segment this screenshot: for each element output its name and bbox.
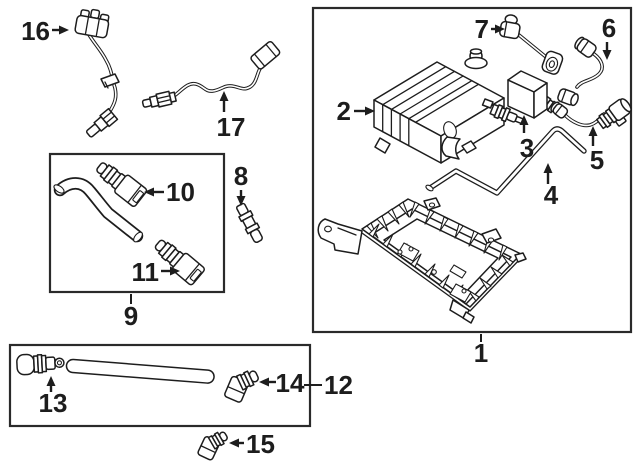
callout-10-label[interactable]: 10 xyxy=(166,177,195,207)
assembly-box-canister xyxy=(311,6,633,334)
callout-12[interactable]: 12 xyxy=(304,370,353,400)
callout-17-label[interactable]: 17 xyxy=(217,112,246,142)
callout-13-label[interactable]: 13 xyxy=(39,388,68,418)
part-12-hose-assembly[interactable] xyxy=(16,353,260,403)
callout-15[interactable]: 15 xyxy=(229,429,275,459)
canister-grommet[interactable] xyxy=(464,48,488,70)
part-5-connector-cable[interactable] xyxy=(549,96,636,134)
callout-6[interactable]: 6 xyxy=(602,13,616,60)
callout-4-label[interactable]: 4 xyxy=(544,180,559,210)
callout-1[interactable]: 1 xyxy=(474,334,488,368)
part-8-connector[interactable] xyxy=(234,202,265,244)
canister-spigot xyxy=(489,103,526,125)
callout-6-label[interactable]: 6 xyxy=(602,13,616,43)
part-1-mounting-tray[interactable] xyxy=(317,197,527,324)
callout-10[interactable]: 10 xyxy=(144,177,195,207)
callout-1-label[interactable]: 1 xyxy=(474,338,488,368)
part-2-evap-canister[interactable] xyxy=(373,61,527,164)
part-14-elbow-connector[interactable] xyxy=(224,368,260,403)
part-16-oxygen-sensor[interactable] xyxy=(74,7,120,140)
callout-8-label[interactable]: 8 xyxy=(234,161,248,191)
callout-11[interactable]: 11 xyxy=(132,257,180,287)
callout-16-label[interactable]: 16 xyxy=(21,16,50,46)
callout-5-label[interactable]: 5 xyxy=(590,145,604,175)
callout-5[interactable]: 5 xyxy=(588,126,604,175)
callout-9-label[interactable]: 9 xyxy=(124,301,138,331)
callout-12-label[interactable]: 12 xyxy=(324,370,353,400)
part-9-hose[interactable] xyxy=(53,177,144,243)
callout-11-label[interactable]: 11 xyxy=(132,257,160,287)
artwork-layer: 16 17 2 7 6 3 5 4 xyxy=(8,6,636,461)
callout-14-label[interactable]: 14 xyxy=(276,368,305,398)
callout-4[interactable]: 4 xyxy=(543,163,559,210)
callout-2[interactable]: 2 xyxy=(337,96,375,126)
callout-2-label[interactable]: 2 xyxy=(337,96,351,126)
assembly-box-hose-9 xyxy=(48,152,226,294)
part-4-vapor-tube[interactable] xyxy=(425,126,587,196)
callout-7[interactable]: 7 xyxy=(475,14,505,44)
callout-3[interactable]: 3 xyxy=(519,115,534,163)
callout-3-label[interactable]: 3 xyxy=(520,133,534,163)
callout-15-label[interactable]: 15 xyxy=(246,429,275,459)
part-17-oxygen-sensor[interactable] xyxy=(141,40,281,111)
callout-13[interactable]: 13 xyxy=(39,376,68,418)
part-13-connector[interactable] xyxy=(16,353,65,376)
callout-17[interactable]: 17 xyxy=(217,91,246,142)
callout-9[interactable]: 9 xyxy=(124,294,138,331)
callout-8[interactable]: 8 xyxy=(234,161,248,206)
part-6-connector-cable[interactable] xyxy=(557,35,604,107)
part-15-elbow-connector[interactable] xyxy=(197,429,229,461)
callout-14[interactable]: 14 xyxy=(259,368,305,398)
hose-12 xyxy=(65,358,215,384)
callout-7-label[interactable]: 7 xyxy=(475,14,489,44)
callout-16[interactable]: 16 xyxy=(21,16,69,46)
